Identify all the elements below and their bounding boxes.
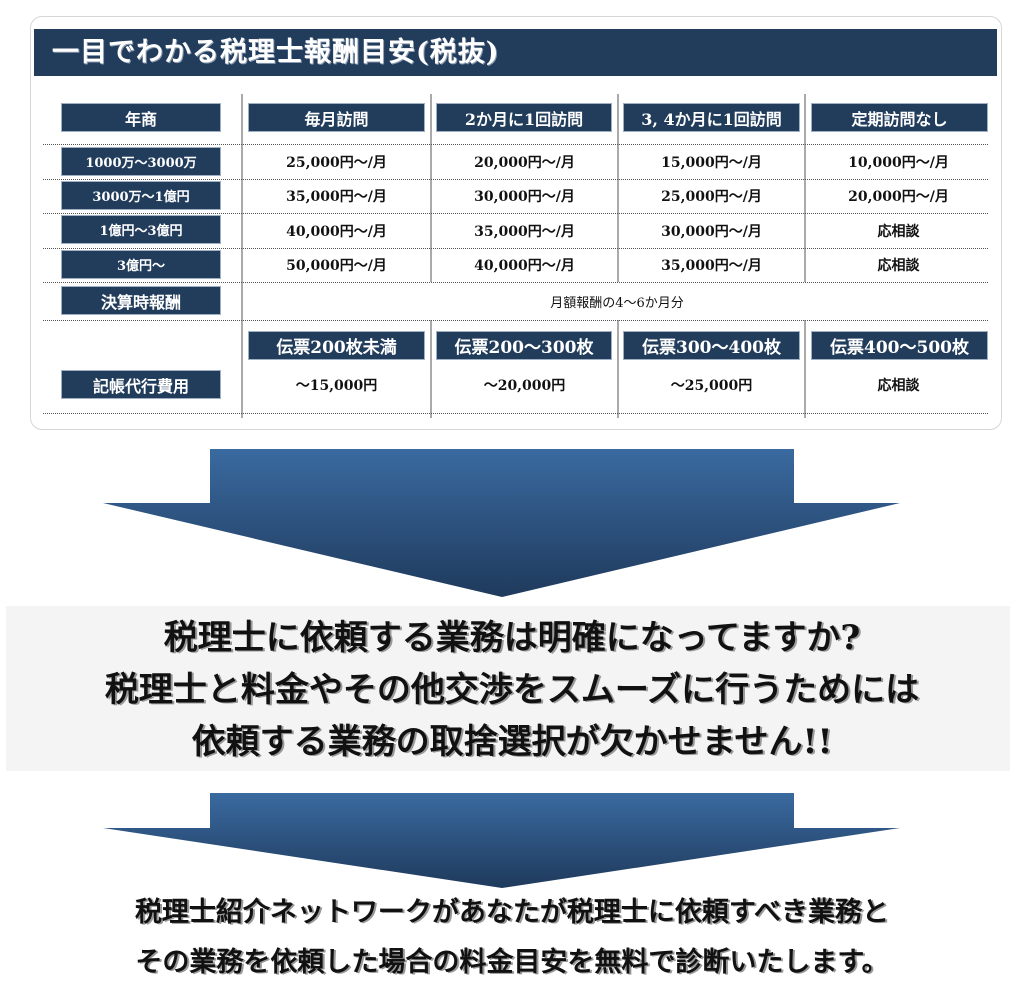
table-cell: 20,000円～/月 [474, 154, 575, 171]
table-cell: 40,000円～/月 [286, 223, 387, 240]
table-cell: 20,000円～/月 [848, 189, 949, 205]
middle-message: 税理士に依頼する業務は明確になってますか? 税理士と料金やその他交渉をスムーズに… [0, 612, 1024, 768]
table-cell: 50,000円～/月 [286, 258, 387, 274]
row-separator [43, 282, 988, 283]
row-label: 1000万～3000万 [61, 147, 221, 176]
row-separator [43, 413, 988, 414]
row-separator [43, 144, 988, 145]
column-divider [430, 94, 432, 282]
voucher-header: 伝票200枚未満 [248, 331, 425, 360]
column-divider [241, 94, 243, 418]
column-divider [617, 94, 619, 282]
bookkeeping-value: ～25,000円 [670, 378, 753, 394]
table-cell: 30,000円～/月 [661, 223, 762, 240]
table-cell: 応相談 [877, 258, 920, 274]
row-separator [43, 248, 988, 249]
row-separator [43, 320, 988, 321]
bookkeeping-label: 記帳代行費用 [61, 370, 221, 399]
header-monthly-visit: 毎月訪問 [248, 103, 425, 132]
table-cell: 25,000円～/月 [286, 154, 387, 171]
header-annual-sales: 年商 [61, 103, 221, 132]
table-cell: 35,000円～/月 [286, 189, 387, 205]
row-separator [43, 179, 988, 180]
row-label: 3億円～ [61, 250, 221, 279]
column-divider [617, 320, 619, 418]
row-label: 1億円～3億円 [61, 215, 221, 244]
column-divider [430, 320, 432, 418]
bottom-message-line: 税理士紹介ネットワークがあなたが税理士に依頼すべき業務と [134, 897, 890, 928]
header-no-visit: 定期訪問なし [811, 103, 988, 132]
middle-message-line: 依頼する業務の取捨選択が欠かせません!! [191, 722, 833, 762]
voucher-header: 伝票300～400枚 [623, 331, 800, 360]
header-bimonthly-visit: 2か月に1回訪問 [436, 103, 612, 132]
table-cell: 35,000円～/月 [474, 223, 575, 240]
table-cell: 30,000円～/月 [474, 189, 575, 205]
table-cell: 25,000円～/月 [661, 189, 762, 205]
page-title: 一目でわかる税理士報酬目安(税抜) [34, 29, 997, 76]
middle-message-line: 税理士と料金やその他交渉をスムーズに行うためには [104, 670, 920, 710]
table-cell: 15,000円～/月 [661, 154, 762, 171]
voucher-header: 伝票200～300枚 [436, 331, 612, 360]
bookkeeping-value: 応相談 [877, 378, 920, 394]
voucher-header: 伝票400～500枚 [811, 331, 988, 360]
middle-message-line: 税理士に依頼する業務は明確になってますか? [163, 618, 861, 658]
table-cell: 応相談 [877, 223, 920, 240]
bookkeeping-value: ～15,000円 [295, 378, 378, 394]
message-band [6, 606, 1010, 771]
table-cell: 40,000円～/月 [474, 258, 575, 274]
column-divider [804, 94, 806, 282]
bookkeeping-value: ～20,000円 [483, 378, 566, 394]
settlement-label: 決算時報酬 [61, 286, 221, 315]
row-label: 3000万～1億円 [61, 181, 221, 210]
table-cell: 35,000円～/月 [661, 258, 762, 274]
table-cell: 10,000円～/月 [848, 154, 949, 171]
row-separator [43, 213, 988, 214]
bottom-message: 税理士紹介ネットワークがあなたが税理士に依頼すべき業務と その業務を依頼した場合… [0, 888, 1024, 988]
header-quarterly-visit: 3, 4か月に1回訪問 [623, 103, 800, 132]
settlement-value: 月額報酬の4～6か月分 [550, 295, 684, 311]
column-divider [804, 320, 806, 418]
bottom-message-line: その業務を依頼した場合の料金目安を無料で診断いたします。 [135, 947, 889, 978]
